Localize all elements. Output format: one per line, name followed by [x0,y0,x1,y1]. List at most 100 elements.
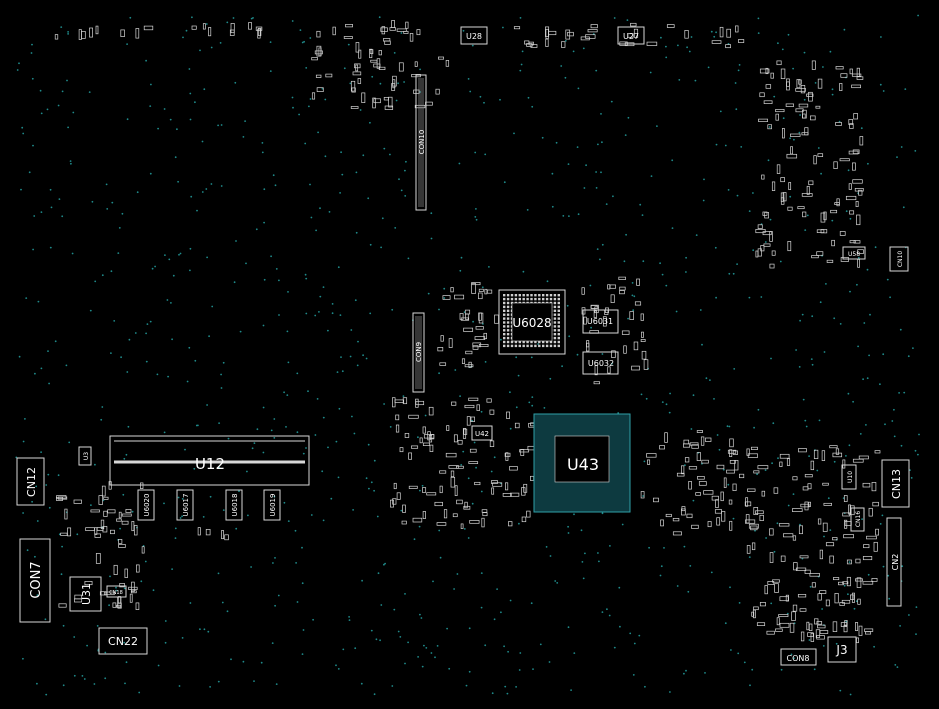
via [22,512,24,514]
via [728,425,731,428]
connector-cn18[interactable]: CN18 [106,585,127,598]
smd-pad [820,229,828,234]
via [454,369,457,371]
chip-u10[interactable]: U10 [841,464,857,490]
connector-cn12[interactable]: CN12 [16,457,45,506]
via [286,394,289,396]
via [537,343,539,345]
smd-pad [205,529,211,536]
chip-u6017[interactable]: U6017 [176,489,194,521]
smd-pad [739,473,745,479]
via [699,309,702,311]
via [86,644,88,647]
via [732,517,735,520]
smd-pad [841,599,851,604]
via [908,614,910,616]
bga-ball [557,344,560,348]
connector-u12[interactable]: U12 [109,435,310,486]
connector-cn13[interactable]: CN13 [881,459,910,508]
bga-ball [503,301,506,305]
via [612,195,614,198]
smd-pad [623,345,627,354]
via [659,262,661,265]
via [493,456,496,459]
connector-con7[interactable]: CON7 [19,538,51,623]
via [546,280,549,283]
via [68,441,71,444]
via [194,101,196,104]
chip-u6019[interactable]: U6019 [263,489,281,521]
via [690,428,693,430]
smd-pad [871,578,878,582]
via [507,650,509,653]
via [887,574,890,577]
chip-u6028[interactable]: U6028 [498,289,566,355]
smd-pad [732,483,737,491]
via [417,656,419,658]
via [513,132,515,135]
connector-cn2[interactable]: CN2 [886,517,902,607]
chip-u42[interactable]: U42 [471,425,493,441]
via [270,429,273,432]
smd-pad [641,331,644,338]
label-u6018: U6018 [231,494,239,517]
bga-ball [557,305,560,309]
bga-ball [506,305,510,309]
via [331,312,334,315]
via [349,355,352,358]
via [642,260,645,263]
via [705,377,708,380]
chip-u58[interactable]: U58 [842,246,866,260]
via [340,356,342,358]
chip-u31[interactable]: U31 [69,576,102,612]
chip-u6031[interactable]: U6031 [582,309,619,334]
chip-u27[interactable]: U27 [617,26,645,45]
via [111,201,114,204]
connector-con10[interactable]: CON10 [415,74,427,211]
bga-ball [530,344,533,348]
smd-pad [119,583,125,588]
smd-pad [788,182,792,190]
smd-pad [778,614,789,617]
connector-con9[interactable]: CON9 [412,312,425,393]
smd-pad [619,290,625,295]
via [172,274,175,277]
via [704,672,706,674]
via [110,352,112,354]
smd-pad [746,545,751,554]
via [305,277,308,280]
smd-pad [414,61,418,67]
smd-pad [453,434,458,443]
via [373,693,376,696]
connector-cn16[interactable]: CN16 [850,507,865,532]
smd-pad [412,517,423,523]
chip-u6020[interactable]: U6020 [137,489,155,521]
chip-u6032[interactable]: U6032 [582,351,619,375]
connector-cn10[interactable]: CN10 [889,246,909,272]
connector-con8[interactable]: CON8 [780,648,817,666]
via [779,260,782,263]
via [361,579,363,582]
smd-pad [316,30,321,38]
via [142,545,145,547]
bga-ball [549,294,553,297]
smd-pad [390,499,394,508]
smd-pad [759,92,765,98]
chip-u28[interactable]: U28 [460,26,488,45]
via [814,82,817,84]
connector-j3[interactable]: J3 [827,636,857,663]
smd-pad [816,229,825,233]
via [274,604,276,607]
smd-pad [102,526,108,533]
smd-pad [689,442,699,446]
via [36,594,39,596]
connector-cn22[interactable]: CN22 [98,627,148,655]
chip-u6018[interactable]: U6018 [225,489,243,521]
via [400,189,403,192]
via [309,37,312,39]
smd-pad [408,414,419,419]
chip-u3[interactable]: U3 [78,446,92,466]
via [641,214,644,217]
chip-u43[interactable]: U43 [533,413,631,513]
smd-pad [769,552,774,563]
